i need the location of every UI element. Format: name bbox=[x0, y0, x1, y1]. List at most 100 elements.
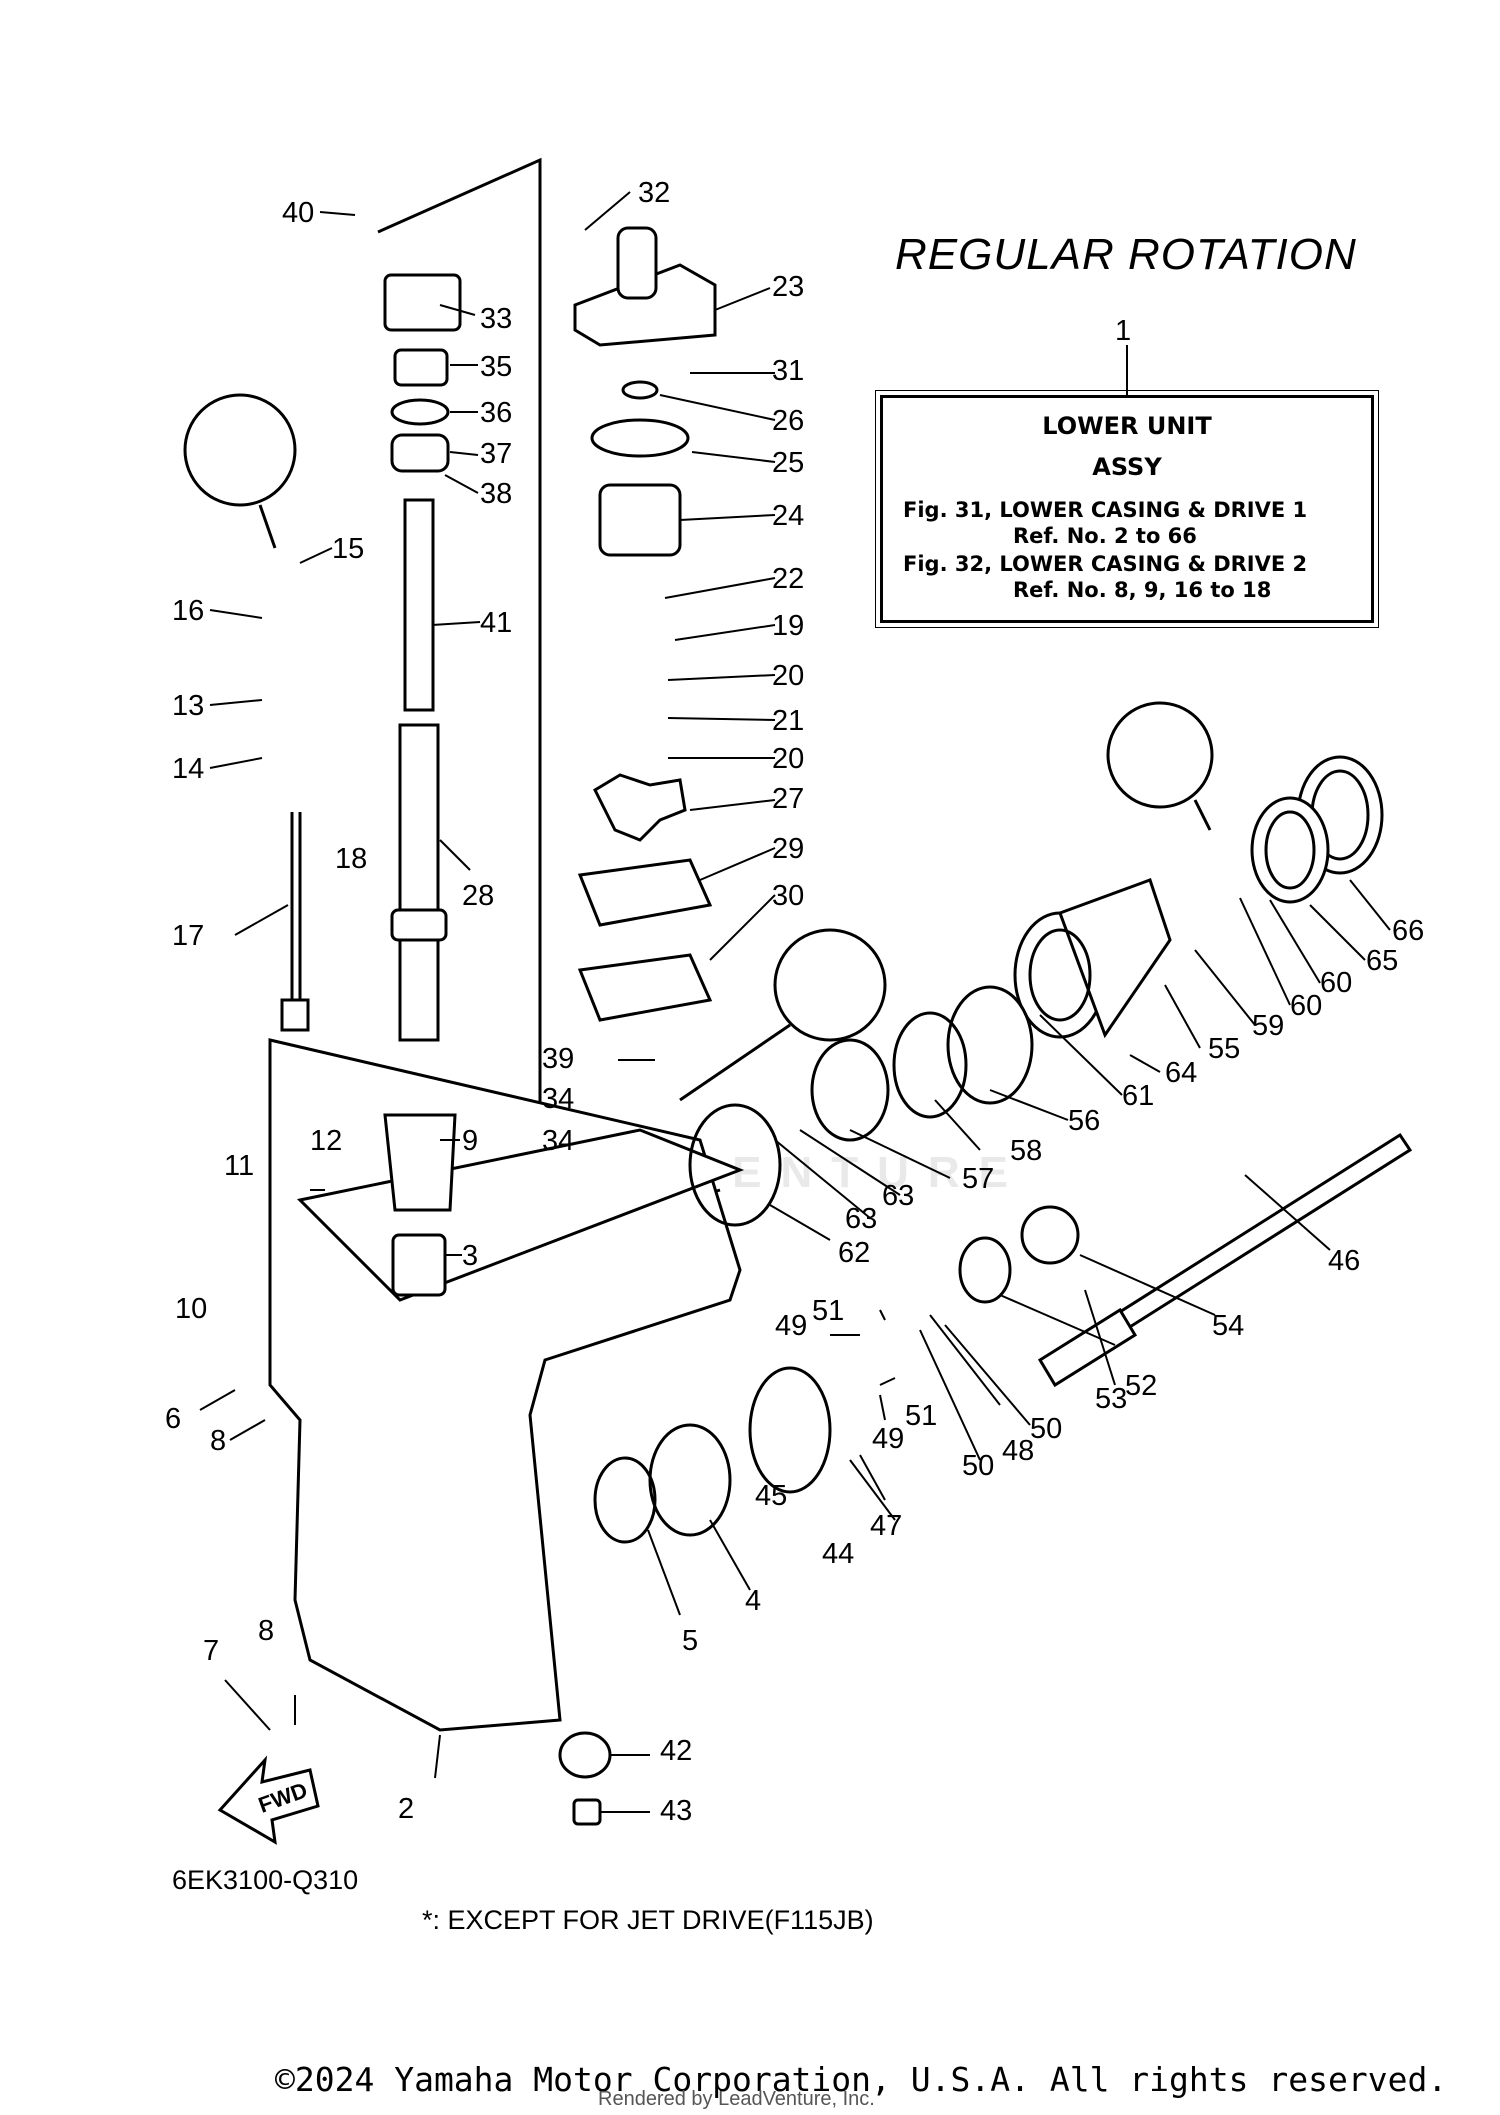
info-line-6: Ref. No. 8, 9, 16 to 18 bbox=[1013, 578, 1272, 602]
callout-25: 25 bbox=[772, 447, 804, 479]
callout-2: 2 bbox=[398, 1793, 414, 1825]
callout-28: 28 bbox=[462, 880, 494, 912]
callout-23: 23 bbox=[772, 271, 804, 303]
callout-20: 20 bbox=[772, 660, 804, 692]
impeller-part bbox=[593, 773, 687, 842]
callout-60: 60 bbox=[1290, 990, 1322, 1022]
callout-7: 7 bbox=[203, 1635, 219, 1667]
o-ring-26-part bbox=[621, 380, 659, 400]
callout-6: 6 bbox=[165, 1403, 181, 1435]
callout-37: 37 bbox=[480, 438, 512, 470]
callout-55: 55 bbox=[1208, 1033, 1240, 1065]
spring-54-part bbox=[1020, 1205, 1080, 1265]
callout-36: 36 bbox=[480, 397, 512, 429]
copyright-notice: ©2024 Yamaha Motor Corporation, U.S.A. A… bbox=[275, 2060, 1448, 2099]
callout-21: 21 bbox=[772, 705, 804, 737]
callout-42: 42 bbox=[660, 1735, 692, 1767]
callout-65: 65 bbox=[1366, 945, 1398, 977]
callout-63: 63 bbox=[845, 1203, 877, 1235]
callout-41: 41 bbox=[480, 607, 512, 639]
callout-8: 8 bbox=[258, 1615, 274, 1647]
sleeve-9-part bbox=[383, 1113, 457, 1212]
forward-gear-part bbox=[810, 1038, 890, 1142]
oil-seal-housing-part bbox=[383, 273, 462, 332]
callout-35: 35 bbox=[480, 351, 512, 383]
callout-3: 3 bbox=[462, 1240, 478, 1272]
bearing-56-part bbox=[946, 985, 1034, 1105]
callout-26: 26 bbox=[772, 405, 804, 437]
callout-14: 14 bbox=[172, 753, 204, 785]
callout-13: 13 bbox=[172, 690, 204, 722]
seal-5-part bbox=[593, 1456, 657, 1544]
callout-45: 45 bbox=[755, 1480, 787, 1512]
gasket-part bbox=[577, 953, 713, 1022]
callout-51: 51 bbox=[905, 1400, 937, 1432]
callout-11: 11 bbox=[224, 1150, 254, 1182]
callout-47: 47 bbox=[870, 1510, 902, 1542]
callout-32: 32 bbox=[638, 177, 670, 209]
shim-58-part bbox=[892, 1011, 968, 1119]
info-box-ref: 1 bbox=[1115, 315, 1132, 347]
callout-54: 54 bbox=[1212, 1310, 1244, 1342]
callout-60: 60 bbox=[1320, 967, 1352, 999]
callout-61: 61 bbox=[1122, 1080, 1154, 1112]
callout-46: 46 bbox=[1328, 1245, 1360, 1277]
callout-29: 29 bbox=[772, 833, 804, 865]
callout-62: 62 bbox=[838, 1237, 870, 1269]
fwd-arrow-icon bbox=[217, 1755, 320, 1845]
callout-39: 39 bbox=[542, 1043, 574, 1075]
shift-rod-part bbox=[280, 812, 310, 1032]
callout-15: 15 bbox=[332, 533, 364, 565]
callout-59: 59 bbox=[1252, 1010, 1284, 1042]
callout-9: 9 bbox=[462, 1125, 478, 1157]
propeller-shaft-part bbox=[1037, 1132, 1413, 1388]
callout-16: 16 bbox=[172, 595, 204, 627]
footnote: *: EXCEPT FOR JET DRIVE(F115JB) bbox=[422, 1905, 874, 1935]
callout-64: 64 bbox=[1165, 1057, 1197, 1089]
claw-washer-part bbox=[1250, 796, 1330, 904]
callout-44: 44 bbox=[822, 1538, 854, 1570]
pump-insert-part bbox=[598, 483, 682, 557]
callout-19: 19 bbox=[772, 610, 804, 642]
rendered-by: Rendered by LeadVenture, Inc. bbox=[598, 2088, 875, 2110]
bearing-4-part bbox=[648, 1423, 732, 1537]
callout-52: 52 bbox=[1125, 1370, 1157, 1402]
detail-circle-m bbox=[183, 393, 297, 507]
detail-circle-cc bbox=[773, 928, 887, 1042]
driveshaft-part bbox=[390, 498, 448, 1042]
pinion-part bbox=[558, 1731, 612, 1779]
callout-53: 53 bbox=[1095, 1383, 1127, 1415]
callout-40: 40 bbox=[282, 197, 314, 229]
callout-63: 63 bbox=[882, 1180, 914, 1212]
water-pump-housing-part bbox=[573, 226, 717, 347]
diagram-code: 6EK3100-Q310 bbox=[172, 1865, 359, 1895]
leader-lines bbox=[199, 191, 1391, 1813]
callout-43: 43 bbox=[660, 1795, 692, 1827]
o-ring-25-part bbox=[590, 418, 690, 458]
ring-62-part bbox=[688, 1103, 782, 1227]
callout-8: 8 bbox=[210, 1425, 226, 1457]
callout-57: 57 bbox=[962, 1163, 994, 1195]
dog-clutch-part bbox=[958, 1236, 1012, 1304]
callout-48: 48 bbox=[1002, 1435, 1034, 1467]
callout-34: 34 bbox=[542, 1125, 574, 1157]
callout-56: 56 bbox=[1068, 1105, 1100, 1137]
callout-24: 24 bbox=[772, 500, 804, 532]
page-title: REGULAR ROTATION bbox=[895, 230, 1357, 279]
callout-20: 20 bbox=[772, 743, 804, 775]
info-line-1: LOWER UNIT bbox=[1042, 412, 1212, 440]
callout-4: 4 bbox=[745, 1585, 761, 1617]
callout-49: 49 bbox=[872, 1423, 904, 1455]
callout-31: 31 bbox=[772, 355, 804, 387]
reverse-gear-part bbox=[748, 1366, 832, 1494]
info-line-4: Ref. No. 2 to 66 bbox=[1013, 524, 1197, 548]
callout-17: 17 bbox=[172, 920, 204, 952]
callout-34: 34 bbox=[542, 1083, 574, 1115]
callout-38: 38 bbox=[480, 478, 512, 510]
bearing-housing-part bbox=[1013, 878, 1172, 1039]
callout-5: 5 bbox=[682, 1625, 698, 1657]
bushing-3-part bbox=[391, 1233, 447, 1297]
callout-33: 33 bbox=[480, 303, 512, 335]
